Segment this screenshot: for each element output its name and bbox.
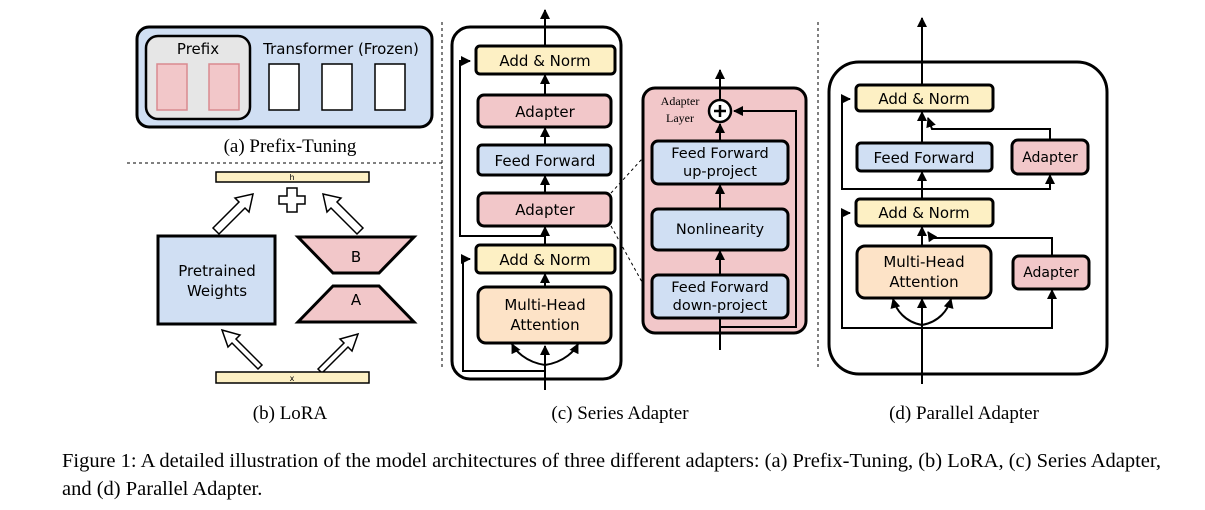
figure-caption: Figure 1: A detailed illustration of the… [62, 450, 1162, 500]
series-add-norm-top [474, 44, 617, 76]
prefix-vector-1 [156, 63, 188, 111]
ff-down-project [650, 273, 790, 320]
prefix-label: Prefix [177, 40, 219, 58]
parallel-adapter-top-output [926, 117, 1051, 140]
parallel-attn-v-arrow [921, 298, 954, 326]
h-label: h [289, 173, 294, 182]
series-attention-label-line2: Attention [510, 316, 579, 334]
b-label: B [351, 248, 361, 266]
parallel-adapter-top-label: Adapter [1022, 150, 1078, 166]
pretrained-weights-box [156, 234, 277, 326]
pretrained-label-line1: Pretrained [178, 262, 256, 280]
h-vector [215, 171, 370, 183]
series-attention-label-line1: Multi-Head [504, 296, 585, 314]
prefix-tuning-caption: (a) Prefix-Tuning [224, 136, 357, 157]
series-feed-forward-label: Feed Forward [495, 152, 596, 170]
series-adapter-panel: Add & Norm Adapter Feed Forward Adapter … [450, 9, 808, 424]
ff-down-label-line1: Feed Forward [671, 280, 769, 296]
nonlinearity-box [650, 207, 790, 252]
series-adapter-bottom [476, 191, 613, 228]
ff-up-project [650, 139, 790, 186]
x-label: x [290, 374, 295, 383]
parallel-add-norm-bottom [854, 197, 995, 228]
parallel-adapter-bottom-input [922, 289, 1057, 329]
parallel-adapter-top-input [922, 174, 1055, 190]
parallel-add-norm-top-label: Add & Norm [878, 90, 969, 108]
adapter-layer-label-line2: Layer [666, 111, 694, 125]
zoom-line-bottom [610, 225, 653, 301]
lora-a-matrix [294, 284, 418, 324]
adapter-layer-label-line1: Adapter [661, 94, 700, 108]
nonlinearity-label: Nonlinearity [676, 222, 765, 238]
parallel-adapter-panel: Add & Norm Feed Forward Adapter Add & No… [827, 17, 1109, 424]
series-adapter-top [476, 93, 613, 129]
parallel-multi-head-attention [855, 244, 993, 300]
series-attn-v-arrow [544, 343, 579, 366]
pretrained-label-line2: Weights [187, 282, 247, 300]
parallel-attention-label-line1: Multi-Head [883, 253, 964, 271]
parallel-feed-forward [855, 141, 994, 173]
series-adapter-bottom-label: Adapter [515, 201, 575, 219]
frozen-vector-2 [321, 63, 353, 111]
arrow-weights-to-h-icon [211, 193, 254, 236]
transformer-frozen-label: Transformer (Frozen) [262, 40, 419, 58]
adapter-skip-connection [720, 106, 797, 328]
arrow-x-to-lora-icon [316, 332, 360, 375]
a-label: A [351, 291, 362, 309]
frozen-vector-1 [268, 63, 300, 111]
parallel-attn-k-arrow [890, 298, 923, 326]
parallel-adapter-caption: (d) Parallel Adapter [889, 403, 1040, 424]
series-add-norm-top-label: Add & Norm [499, 52, 590, 70]
parallel-feed-forward-label: Feed Forward [874, 149, 975, 167]
series-adapter-caption: (c) Series Adapter [551, 403, 689, 424]
parallel-add-norm-top [854, 83, 995, 113]
series-residual-lower [461, 254, 545, 372]
parallel-residual-lower [841, 208, 922, 329]
series-feed-forward [476, 143, 613, 177]
series-add-norm-bottom-label: Add & Norm [499, 251, 590, 269]
lora-caption: (b) LoRA [253, 403, 328, 424]
series-multi-head-attention [476, 285, 613, 345]
ff-up-label-line1: Feed Forward [671, 146, 769, 162]
ff-down-label-line2: down-project [673, 298, 768, 314]
series-residual-upper [459, 56, 545, 237]
frozen-vector-3 [374, 63, 406, 111]
arrow-x-to-weights-icon [220, 328, 264, 371]
parallel-adapter-bottom [1011, 254, 1091, 291]
parallel-attention-label-line2: Attention [889, 273, 958, 291]
arrow-lora-to-h-icon [322, 193, 365, 236]
parallel-adapter-bottom-output [927, 231, 1053, 255]
x-vector [215, 371, 370, 384]
lora-b-matrix [294, 235, 418, 275]
lora-panel: h Pretrained Weights B A x (b) LoRA [156, 171, 418, 424]
parallel-adapter-bottom-label: Adapter [1023, 265, 1079, 281]
prefix-vector-2 [208, 63, 240, 111]
series-attn-k-arrow [511, 343, 546, 366]
series-adapter-top-label: Adapter [515, 103, 575, 121]
ff-up-label-line2: up-project [683, 164, 757, 180]
prefix-tuning-panel: Prefix Transformer (Frozen) (a) Prefix-T… [135, 25, 434, 157]
parallel-add-norm-bottom-label: Add & Norm [878, 204, 969, 222]
series-add-norm-bottom [474, 243, 617, 275]
add-icon [714, 105, 726, 117]
parallel-residual-upper [841, 94, 922, 190]
parallel-adapter-top [1010, 138, 1090, 176]
plus-icon [278, 187, 306, 213]
